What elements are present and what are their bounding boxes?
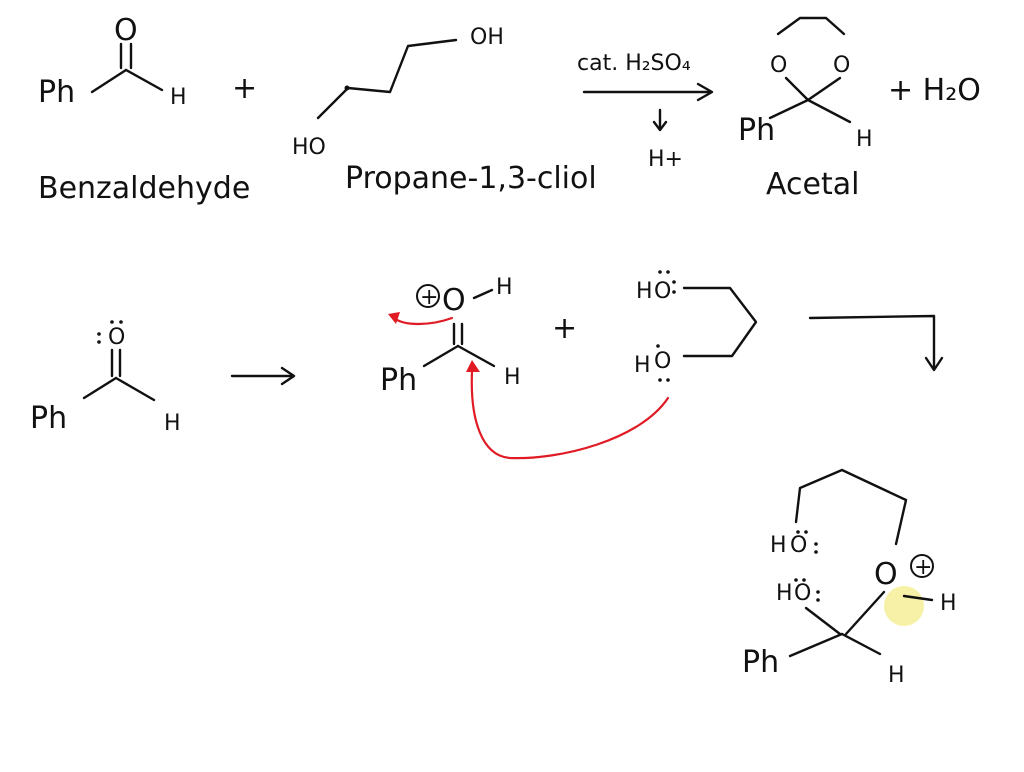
mech-h-2: H (504, 365, 521, 390)
positive-charge-1: + (420, 285, 438, 310)
curved-arrow-head-1 (388, 312, 400, 324)
reaction-arrow: cat. H₂SO₄ H+ (577, 51, 714, 172)
intermediate-h-2: H (776, 581, 793, 606)
tetrahedral-intermediate: H O H O O + H Ph H (742, 468, 957, 688)
positive-charge-2: + (914, 555, 932, 580)
mech-h-1: H (164, 411, 181, 436)
intermediate-o-3: O (874, 557, 898, 592)
protonated-carbonyl: + O H Ph H (380, 275, 521, 398)
intermediate-o-1: O (790, 533, 807, 558)
protonated-oxygen: O (442, 283, 466, 318)
oxygen-label: O (114, 13, 138, 48)
water-label: + H₂O (888, 73, 981, 108)
acetal-structure: O O Ph H (738, 16, 873, 152)
diol-lone-pairs: H O H O (466, 270, 758, 460)
propanediol-name: Propane-1,3-cliol (345, 161, 597, 196)
acetal-h: H (856, 127, 873, 152)
plus-sign: + (232, 71, 257, 106)
mech-ph-1: Ph (30, 401, 67, 436)
acid-label: H+ (648, 147, 683, 172)
acetal-ph: Ph (738, 113, 775, 148)
intermediate-h-4: H (888, 663, 905, 688)
protonation-arrow (230, 366, 296, 386)
acetal-name: Acetal (766, 167, 859, 202)
oh-label: OH (470, 25, 504, 50)
intermediate-h-1: H (770, 533, 787, 558)
mech-ph-2: Ph (380, 363, 417, 398)
intermediate-ph: Ph (742, 645, 779, 680)
diol-h-1: H (636, 279, 653, 304)
hydrogen-label: H (170, 85, 187, 110)
intermediate-h-3: H (940, 591, 957, 616)
benzaldehyde-structure: Ph O H (38, 13, 187, 110)
curved-arrow-head-2 (466, 360, 480, 372)
proton-h: H (496, 275, 513, 300)
mech-oxygen-1: O (108, 325, 125, 350)
ho-label: HO (292, 135, 326, 160)
diol-h-2: H (634, 353, 651, 378)
catalyst-label: cat. H₂SO₄ (577, 51, 691, 76)
benzaldehyde-name: Benzaldehyde (38, 171, 250, 206)
plus-sign-2: + (552, 311, 577, 346)
ph-label: Ph (38, 75, 75, 110)
down-step-arrow (808, 314, 944, 372)
diol-o-2: O (654, 349, 671, 374)
acetal-oxygen-1: O (770, 53, 787, 78)
cursor-highlight (884, 586, 924, 626)
intermediate-o-2: O (794, 581, 811, 606)
diol-o-1: O (654, 279, 671, 304)
propanediol-structure: OH HO (292, 25, 504, 160)
benzaldehyde-lone-pairs: O Ph H (30, 320, 181, 436)
acetal-oxygen-2: O (833, 53, 850, 78)
